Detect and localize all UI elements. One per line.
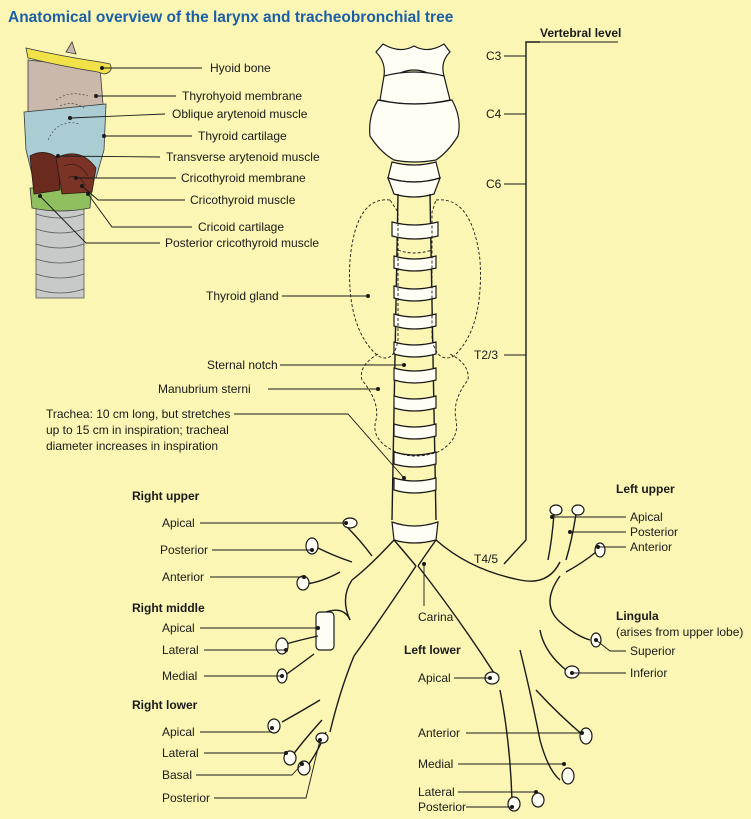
label-transverse-arytenoid-muscle: Transverse arytenoid muscle	[166, 150, 320, 164]
larynx-posterior-cricothyroid-muscle	[55, 153, 97, 195]
vertebral-level-c3: C3	[486, 49, 502, 63]
label-lingula-inferior: Inferior	[630, 666, 667, 680]
label-oblique-arytenoid-muscle: Oblique arytenoid muscle	[172, 107, 308, 121]
outline-thyroid-cartilage	[369, 99, 460, 163]
larynx-labels: Hyoid bone Thyrohyoid membrane Oblique a…	[165, 61, 320, 250]
header-right-middle: Right middle	[132, 601, 205, 615]
label-right-lower-apical: Apical	[162, 725, 195, 739]
vertebral-level-scale: Vertebral level C3 C4 C6 T2/3 T4/5	[474, 26, 621, 566]
right-lung-labels: Right upper Apical Posterior Anterior Ri…	[132, 489, 348, 805]
vertebral-level-header: Vertebral level	[540, 26, 621, 40]
larynx-illustration	[23, 41, 112, 299]
label-left-upper-posterior: Posterior	[630, 525, 678, 539]
header-left-lower: Left lower	[404, 643, 461, 657]
label-right-middle-apical: Apical	[162, 621, 195, 635]
trachea-note-line-2: up to 15 cm in inspiration; tracheal	[46, 423, 229, 437]
trachea-note-line-3: diameter increases in inspiration	[46, 439, 218, 453]
label-right-lower-basal: Basal	[162, 768, 192, 782]
outline-tracheal-rings	[391, 221, 439, 544]
left-bronchial-tree	[417, 504, 606, 812]
vertebral-level-c4: C4	[486, 107, 502, 121]
label-left-lower-posterior: Posterior	[418, 800, 466, 814]
label-left-lower-medial: Medial	[418, 757, 453, 771]
label-left-upper-apical: Apical	[630, 510, 663, 524]
right-bronchial-tree	[267, 517, 417, 776]
label-sternal-notch: Sternal notch	[207, 358, 278, 372]
header-right-lower: Right lower	[132, 698, 198, 712]
diagram-title: Anatomical overview of the larynx and tr…	[8, 9, 454, 26]
label-left-lower-apical: Apical	[418, 671, 451, 685]
label-right-upper-anterior: Anterior	[162, 570, 204, 584]
label-posterior-cricothyroid-muscle: Posterior cricothyroid muscle	[165, 236, 319, 250]
left-lung-labels: Left upper Apical Posterior Anterior Lin…	[404, 482, 743, 814]
outline-thyrohyoid-membrane	[379, 71, 451, 105]
label-left-upper-anterior: Anterior	[630, 540, 672, 554]
label-cricothyroid-membrane: Cricothyroid membrane	[181, 171, 306, 185]
outline-cricoid-cartilage	[387, 161, 441, 183]
vertebral-level-c6: C6	[486, 177, 502, 191]
outline-hyoid-bone	[375, 43, 451, 77]
label-cricothyroid-muscle: Cricothyroid muscle	[190, 193, 296, 207]
label-manubrium-sterni: Manubrium sterni	[158, 382, 251, 396]
label-right-lower-lateral: Lateral	[162, 746, 199, 760]
outline-thyroid-gland	[349, 199, 399, 359]
label-left-lower-lateral: Lateral	[418, 785, 455, 799]
label-right-middle-lateral: Lateral	[162, 643, 199, 657]
larynx-trachea-rings	[35, 199, 85, 299]
label-thyroid-cartilage: Thyroid cartilage	[198, 129, 287, 143]
label-thyrohyoid-membrane: Thyrohyoid membrane	[182, 89, 302, 103]
vertebral-level-t2-3: T2/3	[474, 348, 498, 362]
label-thyroid-gland: Thyroid gland	[206, 289, 279, 303]
label-carina: Carina	[418, 610, 454, 624]
larynx-leader-lines	[38, 66, 202, 244]
label-right-middle-medial: Medial	[162, 669, 197, 683]
airway-outline	[349, 43, 481, 567]
header-right-upper: Right upper	[132, 489, 200, 503]
trachea-note-line-1: Trachea: 10 cm long, but stretches	[46, 407, 230, 421]
larynx-cricothyroid-muscle	[29, 152, 61, 195]
label-lingula-superior: Superior	[630, 644, 675, 658]
larynx-hyoid-bone	[25, 47, 112, 75]
label-left-lower-anterior: Anterior	[418, 726, 460, 740]
header-lingula: Lingula	[616, 609, 659, 623]
label-right-lower-posterior: Posterior	[162, 791, 210, 805]
label-hyoid-bone: Hyoid bone	[210, 61, 271, 75]
label-cricoid-cartilage: Cricoid cartilage	[198, 220, 284, 234]
label-right-upper-apical: Apical	[162, 516, 195, 530]
header-left-upper: Left upper	[616, 482, 675, 496]
outline-manubrium-sterni	[360, 353, 469, 457]
label-right-upper-posterior: Posterior	[160, 543, 208, 557]
vertebral-level-t4-5: T4/5	[474, 552, 498, 566]
note-lingula: (arises from upper lobe)	[616, 625, 743, 639]
neck-labels: Thyroid gland Sternal notch Manubrium st…	[46, 289, 454, 624]
